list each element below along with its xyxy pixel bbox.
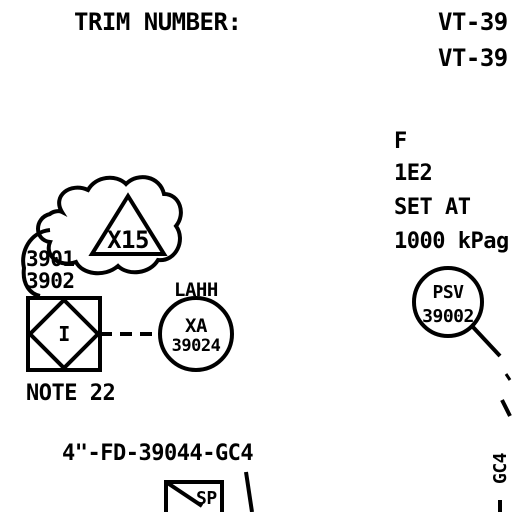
instrument-tag-bottom: 39024 [172,336,221,356]
psv-bubble [412,266,484,338]
edge-fragment [500,399,512,417]
instrument-bubble [158,296,234,372]
pipe-line [244,471,254,512]
spec-line-2: 1E2 [394,161,432,186]
cloud-tag-2: 3902 [26,269,75,293]
sp-box-diagonal [164,480,204,508]
trim-value-2: VT-39 [438,44,508,72]
revision-cloud [21,175,183,298]
alarm-label: LAHH [174,279,218,301]
line-number: 4"-FD-39044-GC4 [62,441,253,466]
psv-tag-bottom: 39002 [422,306,474,327]
trim-number-label: TRIM NUMBER: [74,8,241,36]
interlock-symbol: I [58,322,70,346]
psv-tag-top: PSV [432,282,464,303]
spec-line-3: SET AT [394,195,471,220]
sp-label: SP [196,488,217,509]
spec-line-4: 1000 kPag [394,229,509,254]
cloud-tag-1: 3901 [26,247,75,271]
trim-value-1: VT-39 [438,8,508,36]
revision-delta-icon [88,192,168,256]
sp-box [164,480,224,512]
psv-leader-line [470,324,502,358]
edge-fragment-small [504,373,512,381]
interlock-note: NOTE 22 [26,381,115,406]
interlock-diamond-icon [27,297,101,371]
instrument-tag-top: XA [185,315,208,337]
spec-line-1: F [394,129,407,154]
revision-number: X15 [107,226,149,254]
vertical-spec-label: GC4 [490,452,511,484]
